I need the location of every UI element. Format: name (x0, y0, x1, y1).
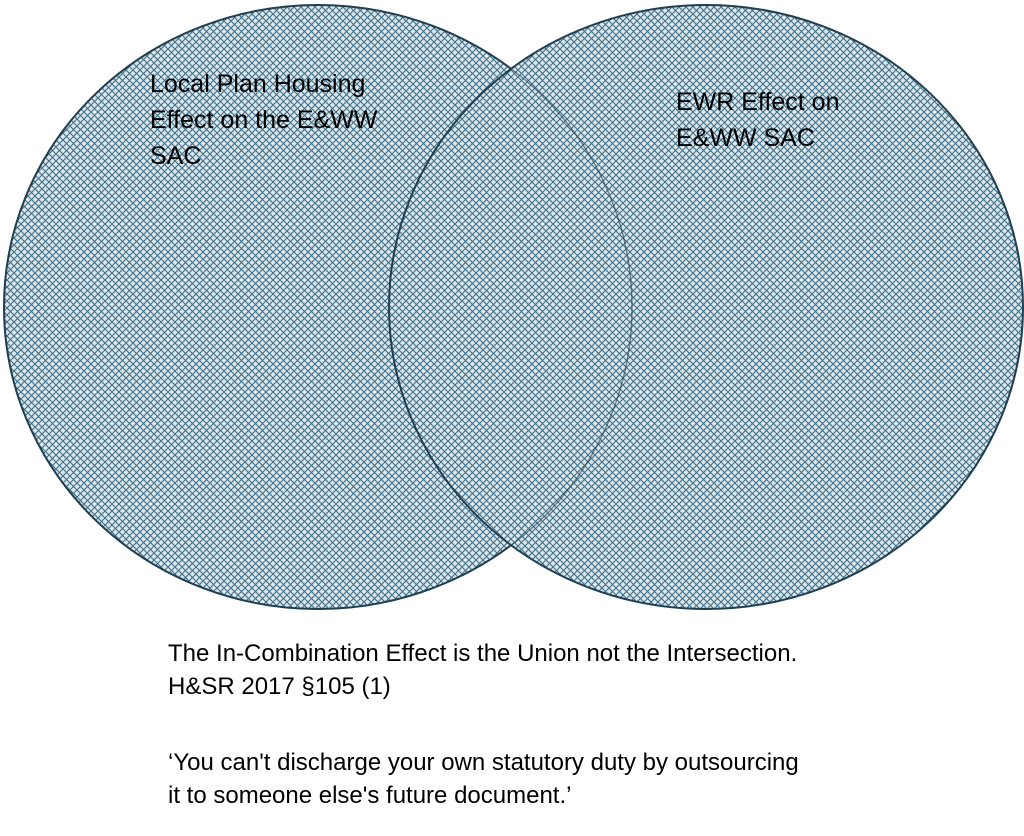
circle-left-label-line-3: SAC (150, 142, 201, 170)
circle-right-label: EWR Effect on E&WW SAC (676, 88, 846, 152)
quote-line-1: ‘You can't discharge your own statutory … (168, 749, 799, 776)
circle-right-label-line-2: E&WW SAC (676, 124, 815, 152)
circle-left-label-line-1: Local Plan Housing (150, 70, 365, 98)
circle-ewr-effect (388, 4, 1024, 610)
circle-local-plan-outline-overlap (3, 4, 633, 610)
quote-line-2: it to someone else's future document.’ (168, 782, 572, 809)
caption-union: The In-Combination Effect is the Union n… (168, 637, 1008, 703)
circle-right-label-line-1: EWR Effect on (676, 88, 840, 116)
caption-quote: ‘You can't discharge your own statutory … (168, 746, 1008, 812)
union-statement: The In-Combination Effect is the Union n… (168, 640, 798, 667)
venn-diagram: Local Plan Housing Effect on the E&WW SA… (3, 4, 1024, 610)
circle-left-label: Local Plan Housing Effect on the E&WW SA… (150, 70, 384, 170)
circle-left-label-line-2: Effect on the E&WW (150, 106, 378, 134)
regulation-reference: H&SR 2017 §105 (1) (168, 673, 391, 700)
